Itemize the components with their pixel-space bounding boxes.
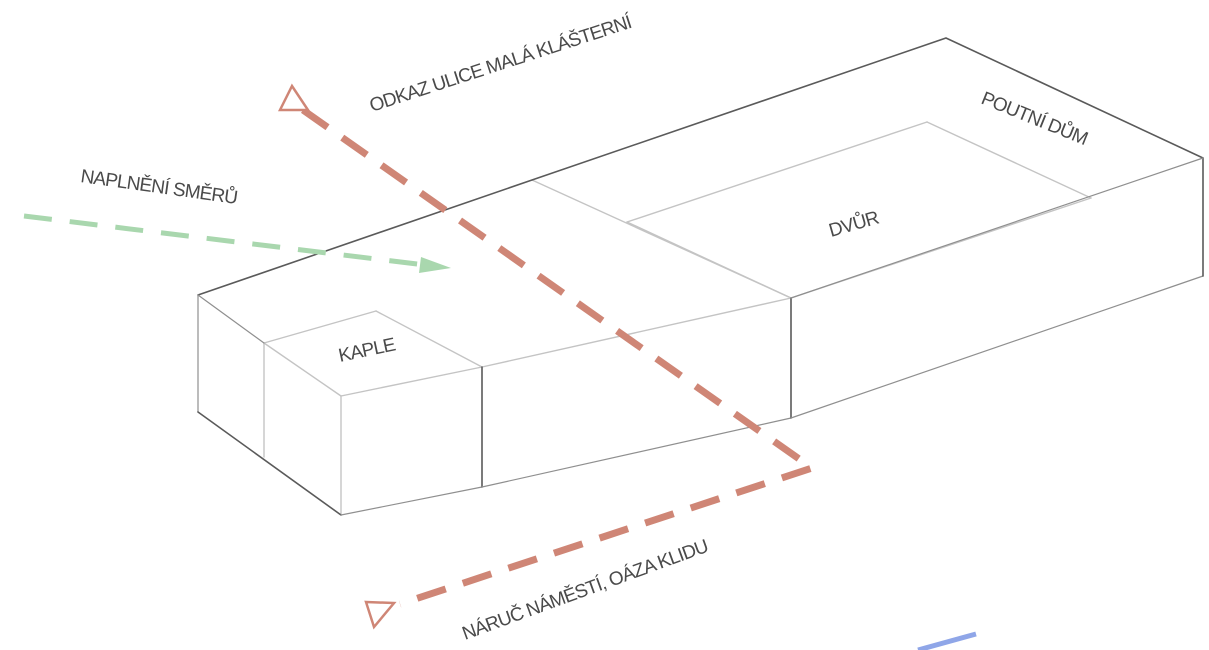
routes	[23, 83, 977, 650]
green-direction-arrowhead-icon	[419, 257, 451, 273]
courtyard-right-edge	[926, 121, 1092, 199]
street-reference-label: ODKAZ ULICE MALÁ KLÁŠTERNÍ	[367, 11, 636, 117]
blue-route-line	[917, 631, 977, 650]
chapel-roof-front-edge	[340, 366, 483, 397]
chapel-roof-left-edge	[263, 342, 342, 397]
building-roof-back-edge	[197, 37, 1204, 296]
labels: KAPLE DVŮR POUTNÍ DŮM ODKAZ ULICE MALÁ K…	[79, 11, 1090, 645]
red-route-line	[300, 107, 820, 608]
directions-label: NAPLNĚNÍ SMĚRŮ	[79, 165, 238, 209]
courtyard-left-edge	[626, 221, 792, 299]
courtyard-back-edge	[626, 121, 928, 223]
chapel-bottom-front-edge	[340, 486, 483, 516]
building-bottom-left-edge	[197, 411, 342, 516]
middle-wing-bottom-edge	[481, 417, 792, 488]
building-left-roof-edge	[197, 294, 265, 344]
red-route-start-triangle-icon	[277, 83, 311, 112]
middle-wing-top-edge	[481, 297, 792, 368]
building-massing	[197, 37, 1204, 516]
building-right-roof-edge	[790, 157, 1204, 299]
courtyard-label: DVŮR	[826, 207, 881, 242]
chapel-label: KAPLE	[337, 334, 397, 366]
square-embrace-label: NÁRUČ NÁMĚSTÍ, OÁZA KLIDU	[459, 535, 711, 645]
red-route-end-triangle-icon	[364, 600, 397, 630]
pilgrim-house-label: POUTNÍ DŮM	[978, 87, 1090, 149]
green-direction-arrow-line	[23, 213, 426, 268]
chapel-roof-back-edge	[263, 310, 377, 344]
building-bottom-right-edge	[790, 275, 1204, 419]
chapel-roof-right-edge	[375, 310, 483, 368]
